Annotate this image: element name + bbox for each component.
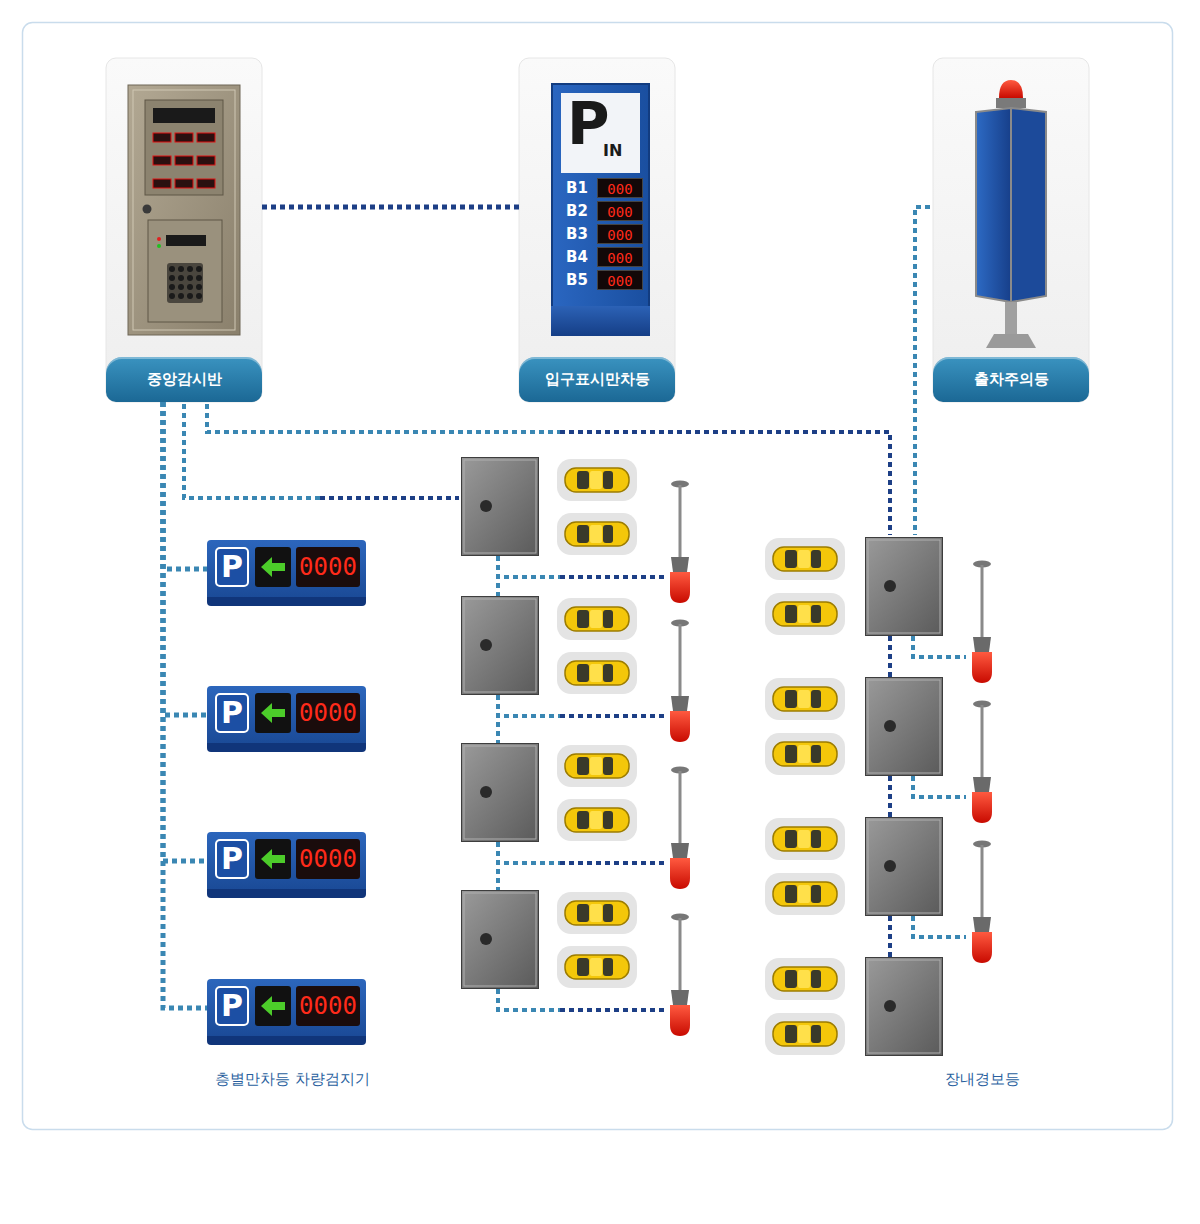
keypad-key	[196, 275, 202, 281]
arrow-ground	[255, 839, 291, 879]
parked-car	[557, 946, 637, 988]
alarm-light	[972, 841, 992, 964]
vacancy-count: 000	[597, 178, 643, 198]
floor-code: B5	[559, 270, 595, 290]
parked-car	[557, 745, 637, 787]
alarm-light	[972, 701, 992, 824]
alarm-light	[670, 620, 690, 743]
keypad-key	[187, 266, 193, 272]
parked-car	[765, 873, 845, 915]
floor-code: B2	[559, 201, 595, 221]
keypad-key	[196, 284, 202, 290]
vacancy-count: 000	[597, 247, 643, 267]
in-label: IN	[603, 141, 622, 161]
detector-box	[866, 678, 943, 776]
keypad-key	[196, 266, 202, 272]
detector-box	[462, 891, 539, 989]
floor-sign: P 0000	[207, 832, 366, 898]
vacancy-count: 0000	[296, 693, 360, 733]
vacancy-count: 000	[597, 270, 643, 290]
device-label: 입구표시만차등	[519, 357, 675, 402]
vacancy-count: 000	[597, 201, 643, 221]
device-card: 입구표시만차등PINB1000B2000B3000B4000B5000	[519, 58, 675, 402]
floor-sign: P 0000	[207, 686, 366, 752]
parked-car	[765, 1013, 845, 1055]
alarm-light	[670, 914, 690, 1037]
keypad-key	[196, 293, 202, 299]
detector-box	[462, 597, 539, 695]
signal-line	[163, 402, 207, 569]
parked-car	[557, 598, 637, 640]
vacancy-count: 0000	[296, 839, 360, 879]
arrow-ground	[255, 693, 291, 733]
device-card: 출차주의등	[933, 58, 1089, 402]
detector-box	[462, 744, 539, 842]
parked-car	[765, 678, 845, 720]
vacancy-count: 0000	[296, 547, 360, 587]
alarm-light	[972, 561, 992, 684]
arrow-icon	[255, 839, 291, 879]
device-card: 중앙감시반	[106, 58, 262, 402]
floor-code: B3	[559, 224, 595, 244]
detector-box	[866, 958, 943, 1056]
arrow-icon	[255, 693, 291, 733]
keypad-key	[178, 266, 184, 272]
entrance-sign: PINB1000B2000B3000B4000B5000	[551, 83, 650, 336]
arrow-shape	[261, 703, 285, 723]
floor-code: B1	[559, 178, 595, 198]
arrow-ground	[255, 547, 291, 587]
signal-line	[163, 402, 207, 1008]
detector-box	[462, 458, 539, 556]
parking-letter: P	[215, 839, 249, 879]
parked-car	[765, 958, 845, 1000]
arrow-ground	[255, 986, 291, 1026]
arrow-shape	[261, 849, 285, 869]
keypad-key	[169, 284, 175, 290]
parking-letter: P	[215, 986, 249, 1026]
device-label: 중앙감시반	[106, 357, 262, 402]
arrow-icon	[255, 986, 291, 1026]
parked-car	[557, 652, 637, 694]
alarm-light	[670, 767, 690, 890]
detector-box	[866, 818, 943, 916]
arrow-icon	[255, 547, 291, 587]
parked-car	[557, 459, 637, 501]
keypad-key	[169, 266, 175, 272]
floor-sign: P 0000	[207, 540, 366, 606]
keypad-key	[169, 275, 175, 281]
parked-car	[765, 733, 845, 775]
keypad-key	[169, 293, 175, 299]
alarm-light	[670, 481, 690, 604]
parking-letter: P	[215, 547, 249, 587]
signal-line	[163, 402, 207, 715]
device-label: 출차주의등	[933, 357, 1089, 402]
vacancy-count: 0000	[296, 986, 360, 1026]
parked-car	[557, 799, 637, 841]
arrow-shape	[261, 996, 285, 1016]
keypad-key	[187, 284, 193, 290]
keypad-key	[187, 293, 193, 299]
group-label: 장내경보등	[945, 1068, 1020, 1090]
group-label: 층별만차등 차량검지기	[215, 1068, 370, 1090]
parked-car	[765, 593, 845, 635]
sign-base	[551, 306, 650, 336]
signal-line	[262, 205, 519, 210]
parked-car	[557, 513, 637, 555]
parked-car	[765, 818, 845, 860]
keypad-key	[178, 275, 184, 281]
parked-car	[557, 892, 637, 934]
parking-letter: P	[215, 693, 249, 733]
floor-code: B4	[559, 247, 595, 267]
keypad-key	[178, 293, 184, 299]
parked-car	[765, 538, 845, 580]
vacancy-count: 000	[597, 224, 643, 244]
floor-sign: P 0000	[207, 979, 366, 1045]
keypad-key	[187, 275, 193, 281]
keypad-key	[178, 284, 184, 290]
detector-box	[866, 538, 943, 636]
arrow-shape	[261, 557, 285, 577]
signal-line	[163, 402, 207, 861]
